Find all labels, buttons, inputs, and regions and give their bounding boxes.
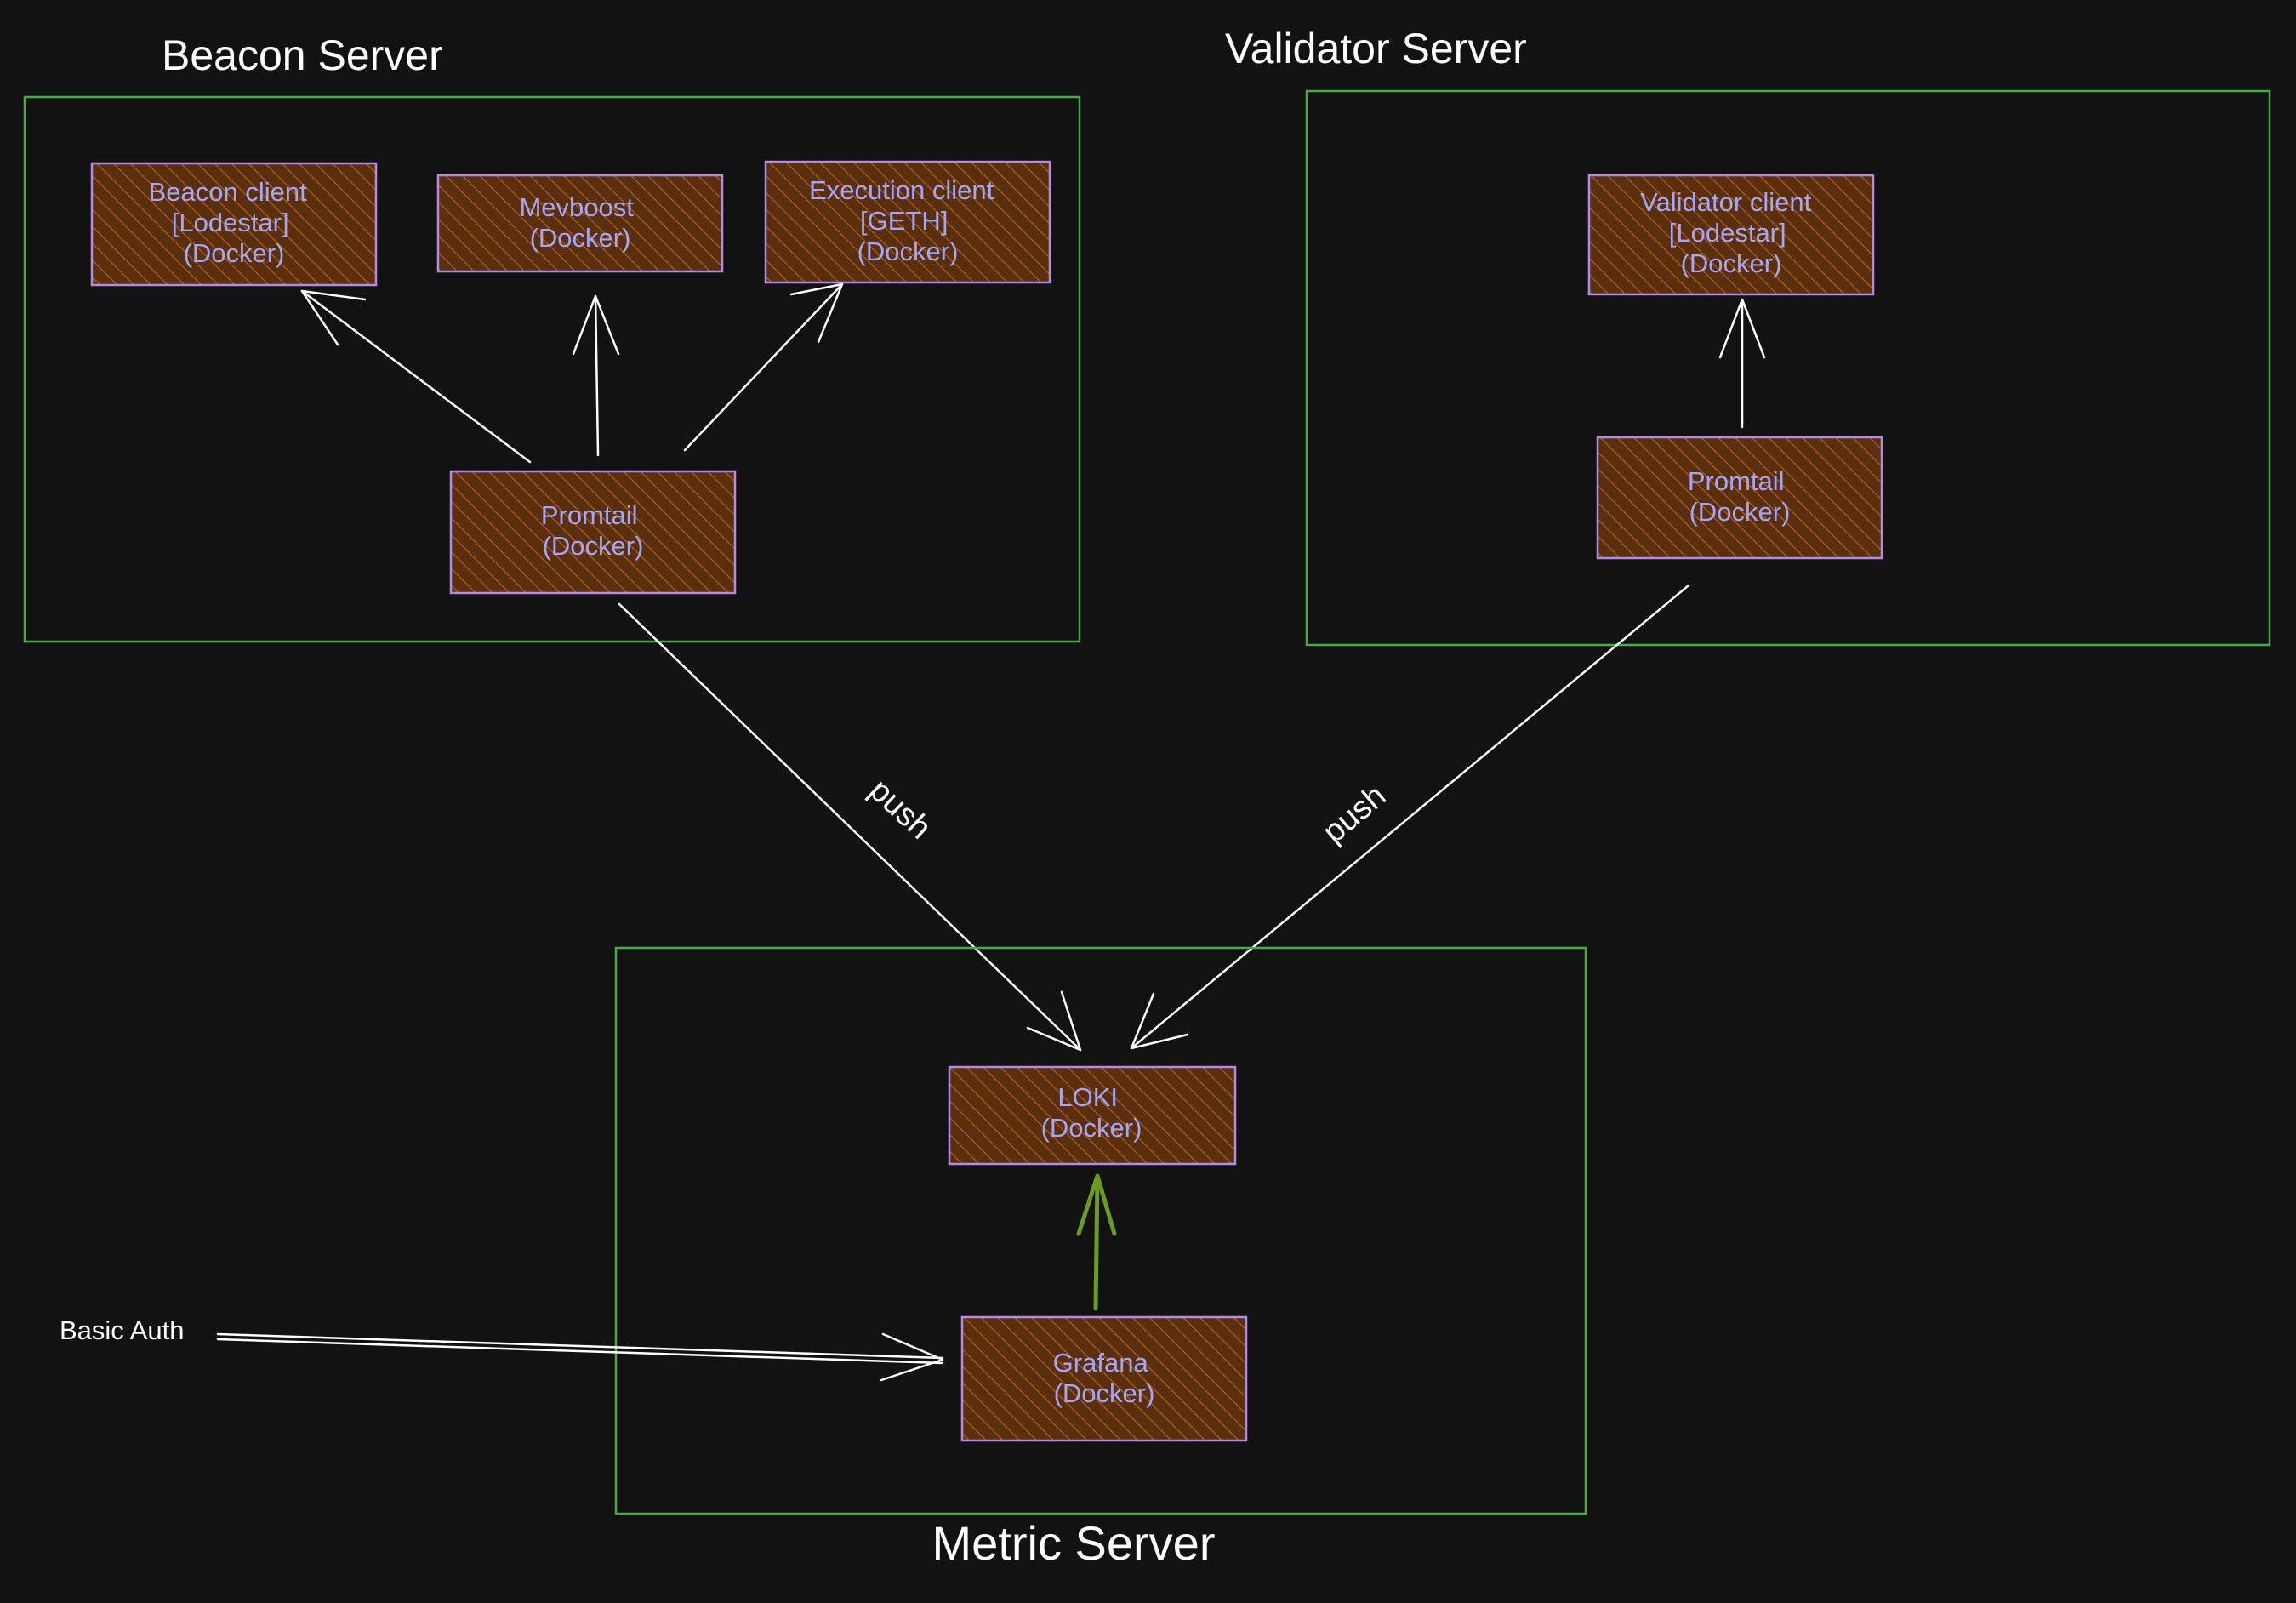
group-box-validator-server: [1305, 89, 2271, 647]
arrow-grafana-to-loki: [1076, 1173, 1117, 1311]
node-label-validator-client: Validator client [Lodestar] (Docker): [1640, 187, 1819, 278]
node-label-promtail-beacon: Promtail (Docker): [541, 500, 645, 561]
node-box-promtail-validator: [1596, 436, 1883, 560]
node-promtail-beacon[interactable]: Promtail (Docker): [449, 470, 737, 595]
node-promtail-validator[interactable]: Promtail (Docker): [1596, 436, 1883, 560]
arrow-promtail-to-mevboost: [572, 294, 620, 457]
node-label-line: [Lodestar]: [1669, 218, 1786, 248]
group-metric-server: Metric Server LOKI (Docker) Grafana (Doc…: [614, 946, 1587, 1570]
arrow-promtail-to-validator-client: [1718, 298, 1766, 429]
node-label-grafana: Grafana (Docker): [1053, 1348, 1156, 1408]
group-beacon-server: Beacon Server Beacon client [Lodestar] (…: [23, 31, 1081, 643]
node-label-line: Execution client: [809, 175, 994, 205]
node-loki[interactable]: LOKI (Docker): [948, 1065, 1237, 1166]
node-box-mevboost: [436, 174, 724, 273]
node-box-execution-client: [764, 160, 1051, 284]
node-label-line: Promtail: [1688, 466, 1785, 496]
node-box-validator-client: [1587, 174, 1875, 296]
node-label-line: (Docker): [530, 223, 631, 253]
node-label-line: [Lodestar]: [172, 208, 289, 237]
node-box-grafana: [960, 1315, 1248, 1442]
node-label-line: [GETH]: [860, 206, 948, 236]
external-basic-auth: Basic Auth: [60, 1315, 944, 1382]
node-label-line: (Docker): [1689, 497, 1791, 527]
group-validator-server: Validator Server Validator client [Lodes…: [1225, 25, 2271, 647]
edge-label-push-beacon: push: [863, 773, 938, 847]
node-box-beacon-client: [90, 162, 378, 287]
node-label-line: Promtail: [541, 500, 638, 530]
node-grafana[interactable]: Grafana (Docker): [960, 1315, 1248, 1442]
group-box-metric-server: [614, 946, 1587, 1515]
node-label-line: Validator client: [1640, 187, 1811, 217]
group-title-validator-server: Validator Server: [1225, 25, 1527, 72]
node-label-beacon-client: Beacon client [Lodestar] (Docker): [149, 177, 315, 268]
node-label-line: (Docker): [543, 531, 644, 561]
node-box-promtail-beacon: [449, 470, 737, 595]
node-label-line: (Docker): [184, 238, 285, 268]
arrow-promtail-beacon-to-loki: push: [618, 602, 1082, 1052]
group-box-beacon-server: [23, 95, 1081, 643]
group-title-metric-server: Metric Server: [932, 1516, 1216, 1570]
node-beacon-client[interactable]: Beacon client [Lodestar] (Docker): [90, 162, 378, 287]
node-label-line: Beacon client: [149, 177, 308, 207]
node-mevboost[interactable]: Mevboost (Docker): [436, 174, 724, 273]
arrow-promtail-to-execution-client: [683, 282, 844, 452]
node-label-line: LOKI: [1057, 1082, 1118, 1112]
group-title-beacon-server: Beacon Server: [162, 31, 443, 79]
node-label-loki: LOKI (Docker): [1041, 1082, 1142, 1143]
arrow-promtail-validator-to-loki: push: [1130, 584, 1690, 1050]
node-label-promtail-validator: Promtail (Docker): [1688, 466, 1792, 527]
node-execution-client[interactable]: Execution client [GETH] (Docker): [764, 160, 1051, 284]
node-label-line: Grafana: [1053, 1348, 1149, 1378]
node-box-loki: [948, 1065, 1237, 1166]
basic-auth-label: Basic Auth: [60, 1315, 184, 1345]
node-label-line: (Docker): [1041, 1113, 1142, 1143]
node-label-line: (Docker): [1681, 248, 1782, 278]
node-validator-client[interactable]: Validator client [Lodestar] (Docker): [1587, 174, 1875, 296]
node-label-line: (Docker): [1054, 1378, 1155, 1408]
arrow-promtail-to-beacon-client: [300, 289, 532, 464]
node-label-line: Mevboost: [519, 192, 634, 222]
node-label-execution-client: Execution client [GETH] (Docker): [809, 175, 1001, 266]
node-label-line: (Docker): [857, 237, 959, 266]
node-label-mevboost: Mevboost (Docker): [519, 192, 641, 253]
